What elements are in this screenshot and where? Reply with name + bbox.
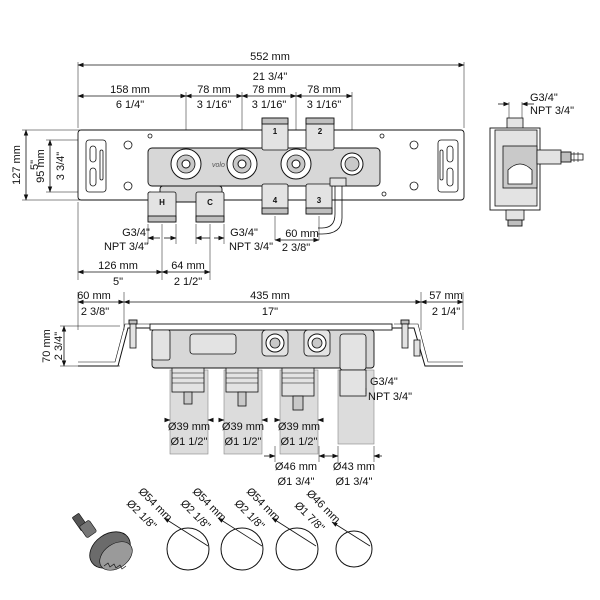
cutout-disc-4 xyxy=(335,530,373,568)
cutout-disc-1 xyxy=(166,527,210,571)
diam-2-mm: Ø39 mm xyxy=(222,421,264,433)
top-dim-left-mm: 60 mm xyxy=(77,290,111,302)
dim-spacing-2-in: 3 1/16" xyxy=(252,99,287,111)
diam-3-mm: Ø39 mm xyxy=(278,421,320,433)
diam-5-mm: Ø43 mm xyxy=(333,461,375,473)
front-bottom-dimensions: 126 mm 5" 64 mm 2 1/2" 60 mm 2 3/8" xyxy=(77,202,320,288)
dim-spacing-1-in: 3 1/16" xyxy=(197,99,232,111)
dim-126-in: 5" xyxy=(113,276,123,288)
front-view: 552 mm 21 3/4" 158 mm 6 1/4" 78 mm 3 1/1… xyxy=(11,51,465,288)
thread-label-a: G3/4" xyxy=(122,227,150,239)
top-view: 60 mm 2 3/8" 435 mm 17" 57 mm 2 1/4" 70 … xyxy=(41,290,464,488)
port-label-c: C xyxy=(207,198,213,207)
port-label-4: 4 xyxy=(273,196,278,205)
top-thread-label: G3/4" xyxy=(370,376,398,388)
front-top-dimensions: 552 mm 21 3/4" 158 mm 6 1/4" 78 mm 3 1/1… xyxy=(77,51,465,152)
side-thread-label: G3/4" xyxy=(530,92,558,104)
diam-4-in: Ø1 3/4" xyxy=(278,476,315,488)
diam-1-mm: Ø39 mm xyxy=(168,421,210,433)
dim-overall-in: 21 3/4" xyxy=(253,71,288,83)
thread-label-a-npt: NPT 3/4" xyxy=(104,241,148,253)
dim-height-127-mm: 127 mm xyxy=(11,145,23,185)
top-dim-left-in: 2 3/8" xyxy=(81,306,109,318)
top-dim-mid-in: 17" xyxy=(262,306,278,318)
top-thread-npt: NPT 3/4" xyxy=(368,391,412,403)
top-dim-depth-in: 2 3/4" xyxy=(53,332,65,360)
dim-126-mm: 126 mm xyxy=(98,260,138,272)
dim-spacing-3-mm: 78 mm xyxy=(307,84,341,96)
diam-5-in: Ø1 3/4" xyxy=(336,476,373,488)
port-label-2: 2 xyxy=(318,127,323,136)
dim-overall-mm: 552 mm xyxy=(250,51,290,63)
hole-saw-section: Ø54 mm Ø2 1/8" Ø54 mm Ø2 1/8" Ø54 mm Ø2 … xyxy=(72,486,373,571)
top-dim-right-in: 2 1/4" xyxy=(432,306,460,318)
diam-2-in: Ø1 1/2" xyxy=(225,436,262,448)
dim-64-in: 2 1/2" xyxy=(174,276,202,288)
dim-spacing-1-mm: 78 mm xyxy=(197,84,231,96)
dim-height-95-mm: 95 mm xyxy=(35,149,47,183)
brand-logo: volo xyxy=(212,162,225,169)
dim-60-mm: 60 mm xyxy=(285,228,319,240)
dim-60-in: 2 3/8" xyxy=(282,242,310,254)
side-thread-npt: NPT 3/4" xyxy=(530,105,574,117)
port-label-1: 1 xyxy=(273,127,278,136)
top-dim-right-mm: 57 mm xyxy=(429,290,463,302)
front-thread-callouts: G3/4" NPT 3/4" G3/4" NPT 3/4" xyxy=(104,224,273,253)
valve-body: volo 1 2 3 4 H C xyxy=(147,117,381,235)
dim-height-127-in: 5" xyxy=(29,160,41,170)
dim-spacing-2-mm: 78 mm xyxy=(252,84,286,96)
cutout-disc-2 xyxy=(220,527,264,571)
port-label-3: 3 xyxy=(317,196,322,205)
cutout-disc-3 xyxy=(275,527,319,571)
thread-label-b-npt: NPT 3/4" xyxy=(229,241,273,253)
dim-left-in: 6 1/4" xyxy=(116,99,144,111)
dim-left-mm: 158 mm xyxy=(110,84,150,96)
top-dim-mid-mm: 435 mm xyxy=(250,290,290,302)
hole-saw-tool-icon xyxy=(72,513,133,571)
top-dim-depth-mm: 70 mm xyxy=(41,329,53,363)
front-left-dimensions: 127 mm 5" 95 mm 3 3/4" xyxy=(11,129,80,201)
dim-spacing-3-in: 3 1/16" xyxy=(307,99,342,111)
diam-1-in: Ø1 1/2" xyxy=(171,436,208,448)
thread-label-b: G3/4" xyxy=(230,227,258,239)
port-label-h: H xyxy=(159,198,165,207)
dim-height-95-in: 3 3/4" xyxy=(55,152,67,180)
diam-3-in: Ø1 1/2" xyxy=(281,436,318,448)
diam-4-mm: Ø46 mm xyxy=(275,461,317,473)
side-view: G3/4" NPT 3/4" xyxy=(489,92,584,227)
dim-64-mm: 64 mm xyxy=(171,260,205,272)
